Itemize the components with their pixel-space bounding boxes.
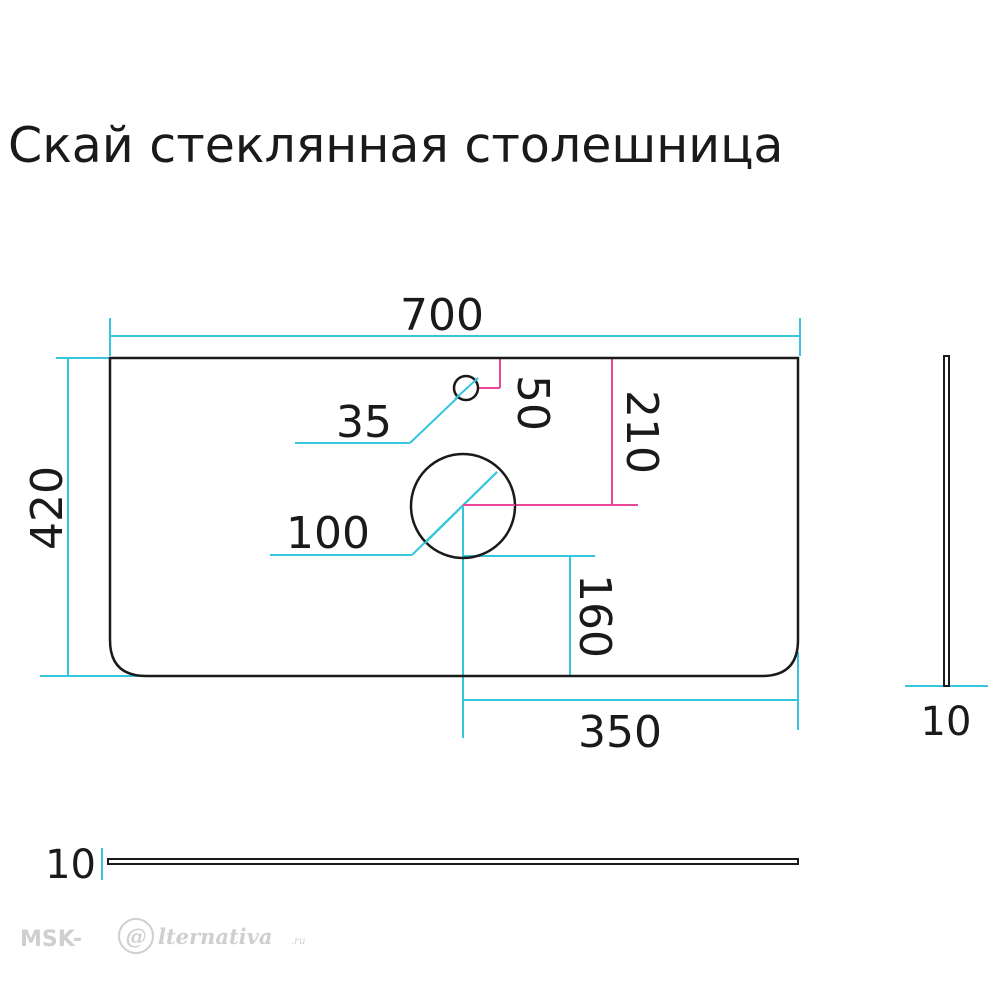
bottom-thickness-label: 10 (45, 842, 96, 888)
watermark-suffix: .ru (291, 936, 305, 947)
page-title: Скай стеклянная столешница (8, 117, 783, 174)
small-hole-leader-overlay (454, 377, 479, 400)
width-label: 700 (400, 290, 484, 341)
top-offset-label: 210 (616, 390, 667, 474)
small-hole-diameter-label: 35 (336, 397, 392, 448)
height-label: 420 (22, 466, 73, 550)
watermark-prefix: MSK- (20, 927, 82, 952)
watermark-word: lternativa (158, 924, 272, 949)
watermark-at-ring (118, 918, 154, 954)
large-hole-leader-overlay (424, 471, 498, 544)
watermark-at: @ (126, 924, 147, 949)
side-thickness-label: 10 (921, 699, 972, 745)
right-offset-label: 350 (578, 707, 662, 758)
countertop-outline (108, 356, 800, 678)
bottom-offset-label: 160 (569, 574, 620, 658)
small-hole-offset-label: 50 (507, 375, 558, 431)
large-hole-diameter-label: 100 (286, 508, 370, 559)
watermark: MSK- @ lternativa .ru (20, 918, 305, 954)
side-view-profile (943, 355, 950, 687)
bottom-view-profile (107, 858, 799, 865)
